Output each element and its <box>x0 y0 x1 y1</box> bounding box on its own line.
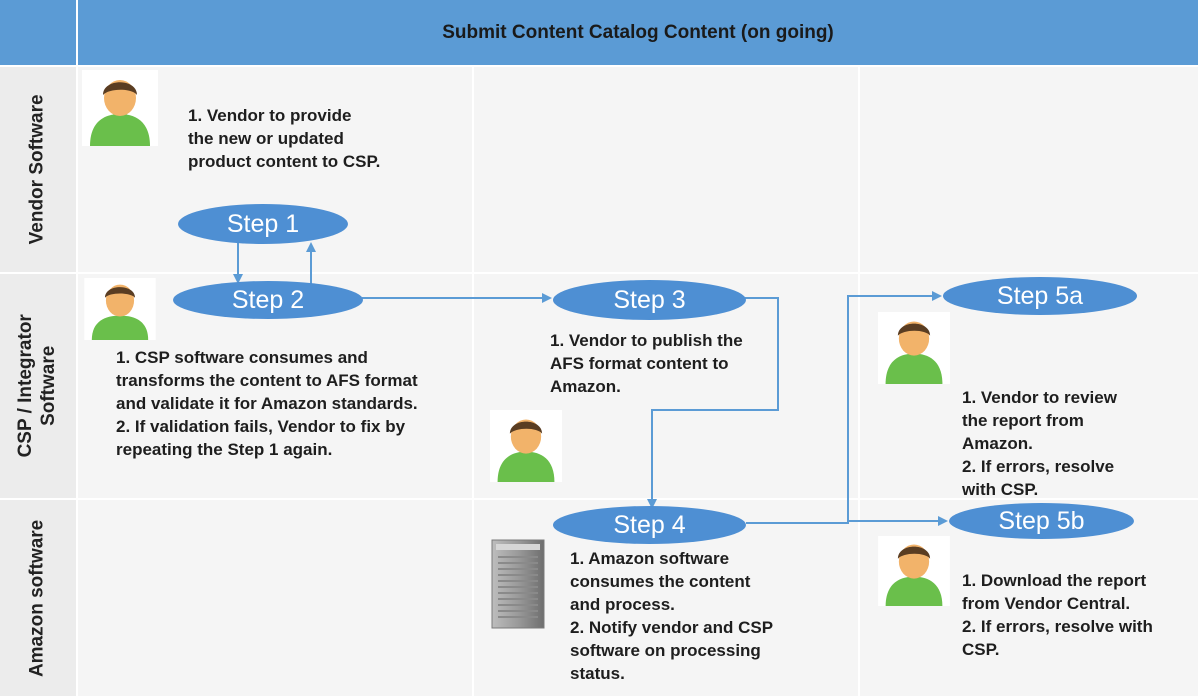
person-icon <box>82 70 158 146</box>
step5a-note: 1. Vendor to review the report from Amaz… <box>962 388 1117 499</box>
step1-node: Step 1 <box>178 204 348 244</box>
person-icon <box>490 410 562 482</box>
header-corner <box>0 0 76 65</box>
cell-amazon-1 <box>78 500 472 696</box>
cell-vendor-2 <box>474 67 858 272</box>
person-icon <box>878 312 950 384</box>
step5b-node: Step 5b <box>949 503 1134 539</box>
person-icon <box>84 278 156 340</box>
step4-node: Step 4 <box>553 506 746 544</box>
cell-vendor-3 <box>860 67 1198 272</box>
lane-label-vendor: Vendor Software <box>0 67 76 272</box>
step3-node: Step 3 <box>553 280 746 320</box>
lane-label-amazon: Amazon software <box>0 500 76 696</box>
diagram-title: Submit Content Catalog Content (on going… <box>78 0 1198 65</box>
arrow-step3-to-step4 <box>647 297 779 509</box>
server-icon <box>490 538 546 630</box>
step5a-node: Step 5a <box>943 277 1137 315</box>
person-icon <box>878 536 950 606</box>
step2-node: Step 2 <box>173 281 363 319</box>
arrow-step4-to-step5a <box>746 291 942 524</box>
